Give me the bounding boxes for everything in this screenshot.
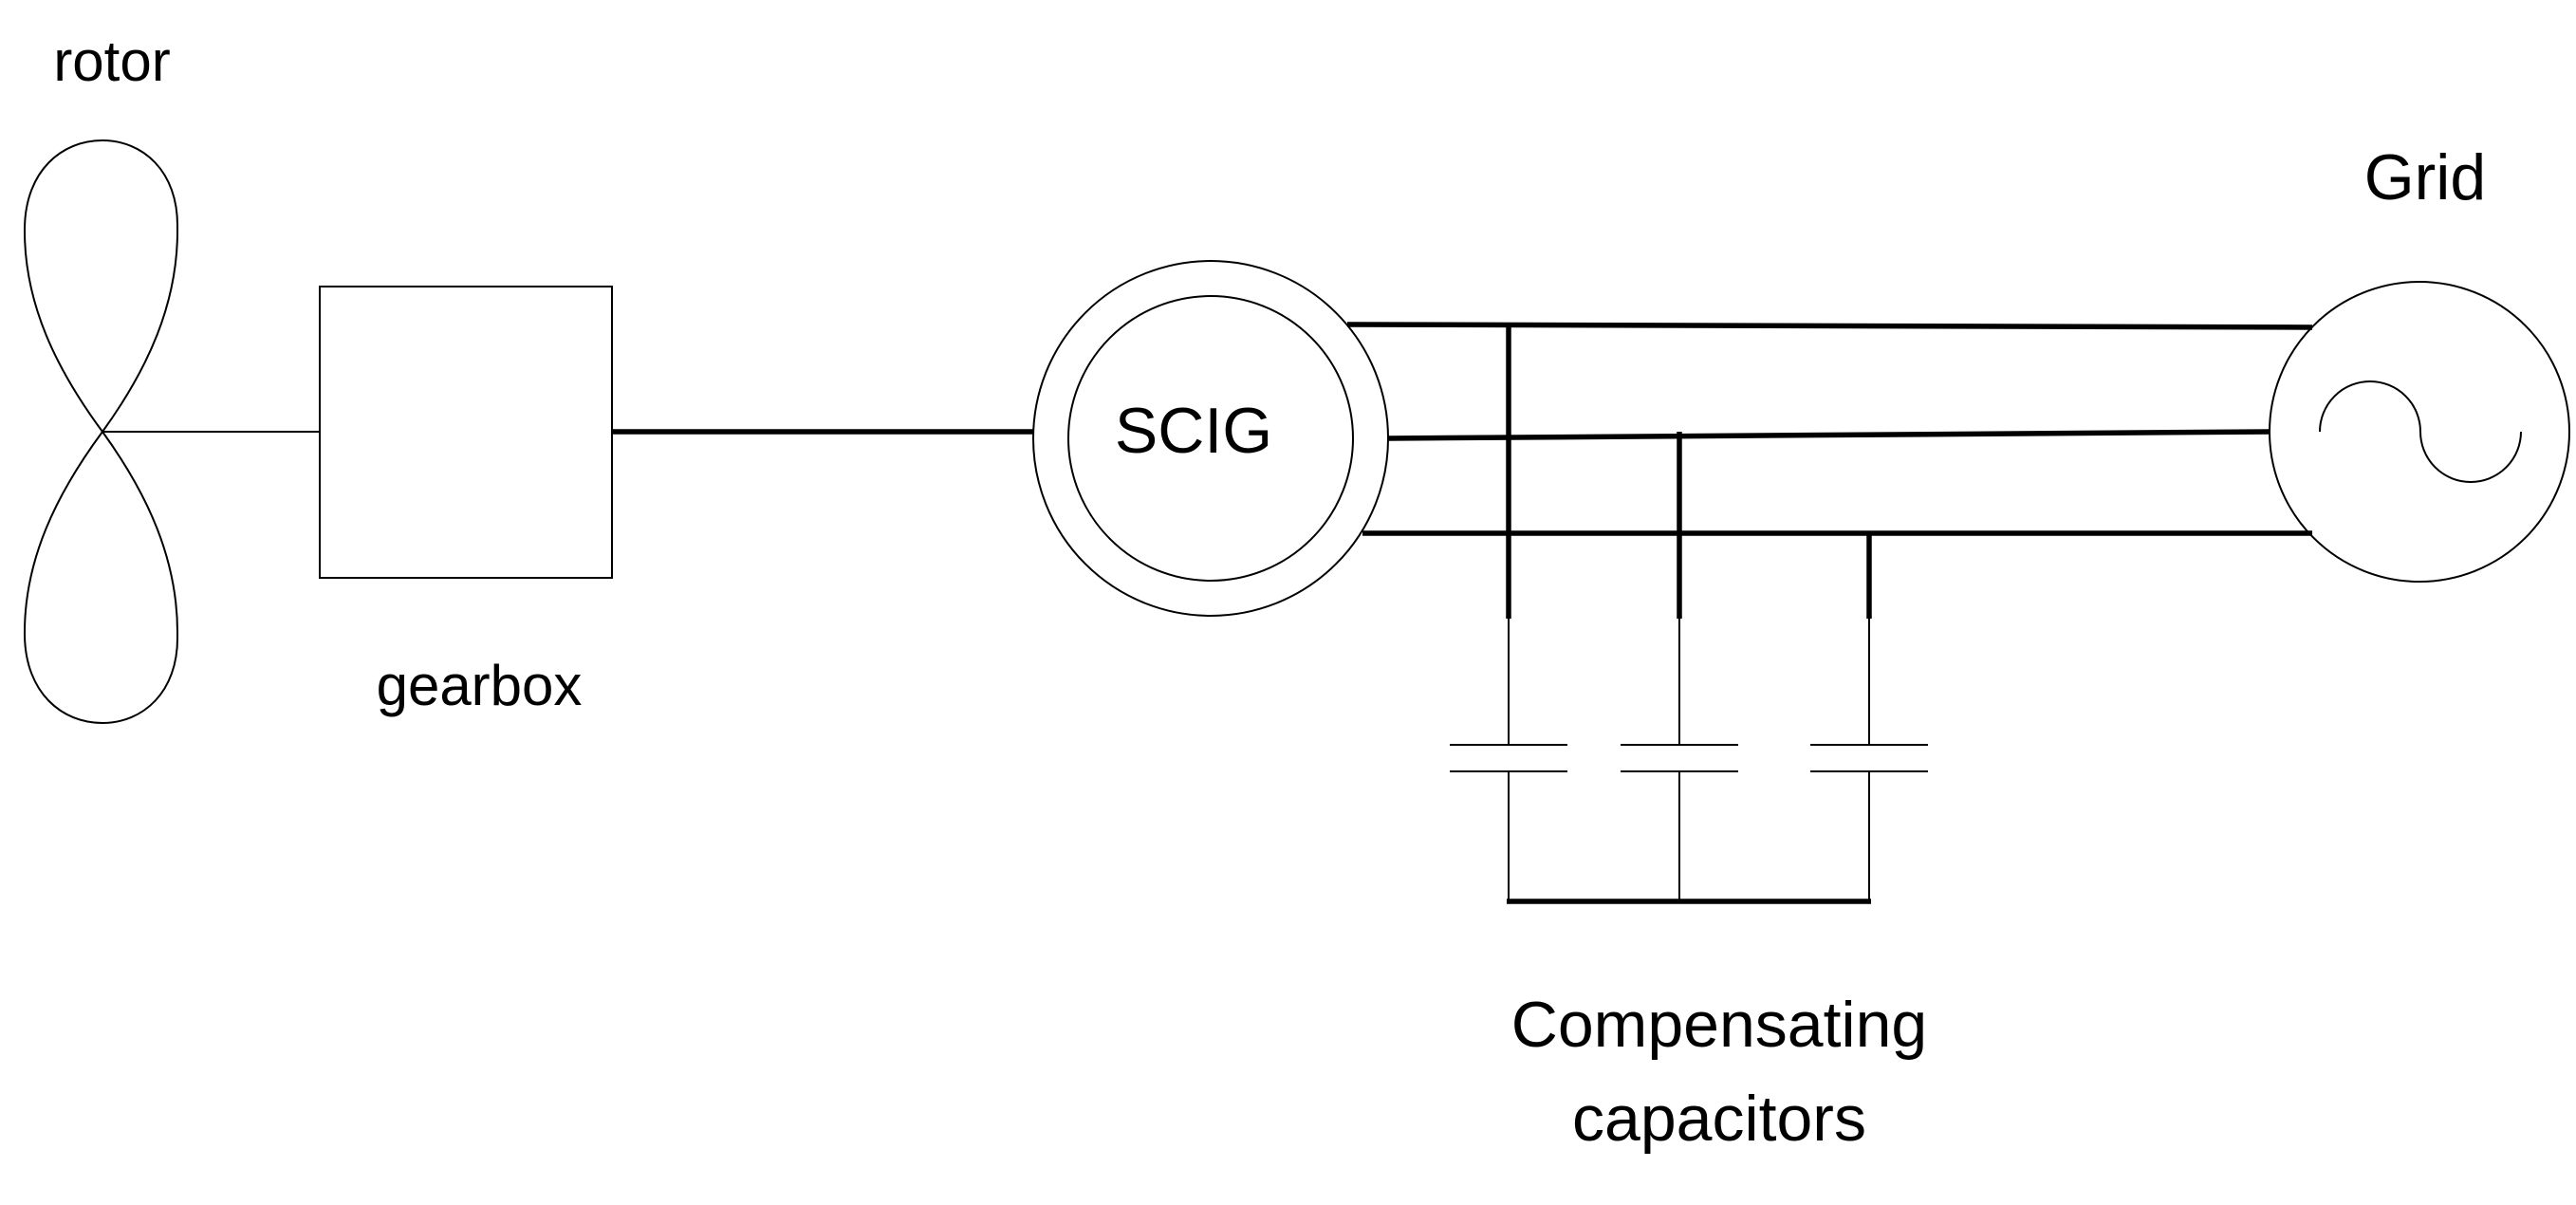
phase-line-b bbox=[1387, 429, 2271, 441]
gearbox-label: gearbox bbox=[377, 654, 583, 717]
rotor-blades bbox=[23, 139, 179, 725]
grid-label: Grid bbox=[2364, 141, 2486, 213]
capacitor-taps bbox=[1506, 325, 1872, 619]
phase-line-a bbox=[1346, 322, 2313, 330]
capacitor-2 bbox=[1621, 619, 1738, 901]
scig-label: SCIG bbox=[1115, 395, 1272, 467]
grid-source bbox=[2269, 281, 2570, 583]
ac-sine-icon bbox=[2319, 380, 2522, 483]
capacitors-label-line2: capacitors bbox=[1572, 1083, 1866, 1155]
grid-circle bbox=[2269, 281, 2570, 583]
three-phase-lines bbox=[1346, 322, 2313, 536]
gearbox-box bbox=[319, 286, 613, 579]
rotor-label: rotor bbox=[53, 29, 170, 93]
capacitor-1 bbox=[1450, 619, 1567, 901]
scig-inner-circle bbox=[1067, 295, 1354, 582]
capacitors-label-line1: Compensating bbox=[1511, 989, 1927, 1061]
rotor-blade-upper bbox=[23, 139, 179, 434]
capacitor-3 bbox=[1810, 619, 1928, 901]
capacitor-bank bbox=[1450, 619, 1928, 904]
rotor-blade-lower bbox=[23, 430, 179, 725]
